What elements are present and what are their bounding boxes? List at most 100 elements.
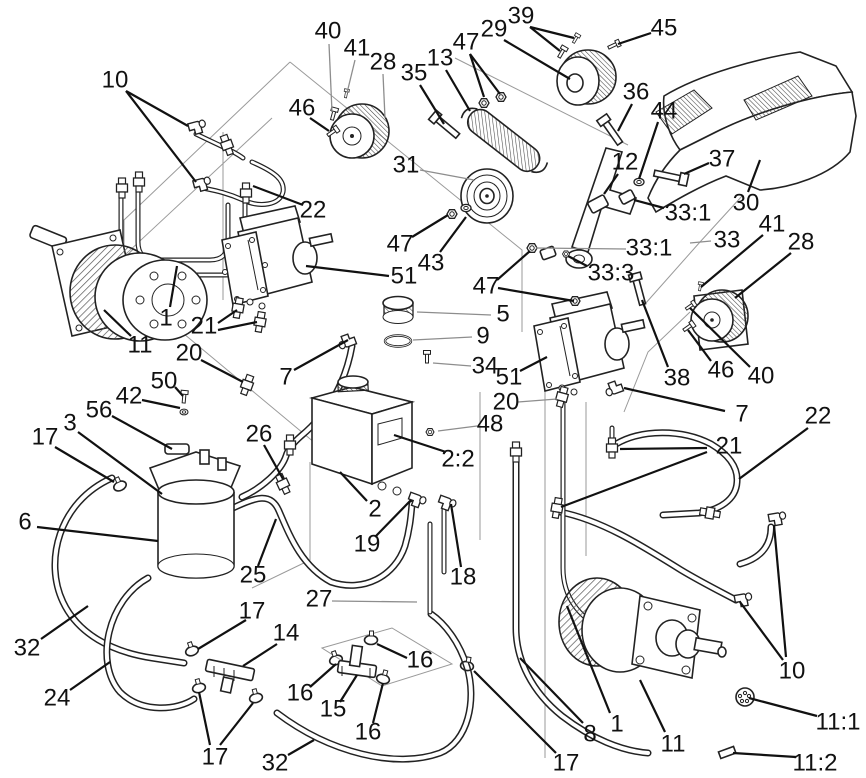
tension-spring [460, 107, 549, 174]
callout-15-56: 15 [320, 674, 358, 723]
part-number-label: 15 [320, 696, 347, 723]
part-number-label: 7 [735, 401, 748, 428]
part-number-label: 35 [401, 60, 428, 87]
callout-45-10: 45 [617, 15, 677, 46]
part-number-label: 10 [779, 658, 806, 685]
part-number-label: 47 [473, 273, 500, 300]
part-number-label: 1 [159, 305, 172, 332]
leader-line [560, 450, 708, 509]
part-number-label: 11:1 [816, 709, 861, 736]
callout-47-22: 47 [387, 214, 449, 258]
part-number-label: 22 [805, 403, 832, 430]
callout-25-50: 25 [240, 518, 278, 589]
leader-line [125, 90, 197, 183]
part-number-label: 33 [714, 227, 741, 254]
screw-39a [555, 44, 569, 60]
callout-32-61: 32 [262, 739, 315, 777]
callout-8-63: 8 [519, 657, 597, 748]
callout-9-29: 9 [412, 323, 490, 350]
part-number-label: 25 [240, 562, 267, 589]
leader-line [309, 117, 330, 132]
part-number-label: 38 [664, 365, 691, 392]
part-number-label: 44 [651, 98, 678, 125]
callout-42-41: 42 [116, 383, 181, 410]
bolt-36 [595, 112, 624, 147]
barb-fitting-14 [204, 658, 256, 694]
reservoir-cap [382, 295, 414, 324]
tube-fitting-d [132, 171, 146, 193]
leader-line [217, 309, 238, 324]
callout-47-7: 47 [453, 29, 501, 98]
leader-line [689, 240, 712, 244]
part-number-label: 9 [476, 323, 489, 350]
leader-line [432, 362, 472, 367]
leader-line [339, 471, 368, 502]
leader-line [374, 499, 412, 538]
part-number-label: 17 [239, 598, 266, 625]
washer-43 [460, 203, 472, 213]
leader-line [416, 311, 492, 316]
leader-line [346, 59, 356, 94]
callout-36-11: 36 [617, 79, 649, 132]
part-number-label: 21 [191, 313, 218, 340]
leader-line [197, 691, 212, 746]
part-number-label: 5 [496, 301, 509, 328]
callout-20-38: 20 [176, 340, 244, 383]
callout-17-44: 17 [32, 424, 115, 483]
leader-line [529, 25, 575, 40]
leader-line [746, 159, 762, 193]
shaft-key-11-2 [717, 745, 737, 760]
part-number-label: 18 [450, 564, 477, 591]
leader-line [519, 356, 548, 372]
leader-line [689, 307, 751, 368]
leader-line [252, 184, 304, 207]
leader-line [535, 247, 627, 250]
part-number-label: 22 [300, 197, 327, 224]
callout-10-0: 10 [102, 67, 197, 183]
leader-line [77, 431, 163, 495]
hose-clamp-17c2 [246, 686, 265, 705]
part-number-label: 11 [661, 731, 686, 758]
callout-35-5: 35 [401, 60, 445, 125]
part-number-label: 21 [716, 433, 743, 460]
callout-11-36: 11 [103, 309, 152, 359]
callout-19-48: 19 [354, 499, 412, 558]
leader-line [473, 670, 557, 754]
washer-42 [179, 408, 189, 416]
callout-51-31: 51 [496, 356, 548, 391]
callout-11-1-67: 11:1 [748, 696, 861, 736]
leader-line [565, 605, 612, 714]
leader-line [700, 234, 764, 288]
part-number-label: 37 [709, 146, 736, 173]
part-number-label: 41 [344, 35, 371, 62]
leader-line [519, 657, 584, 724]
pulley-29-top-right [556, 49, 617, 106]
leader-line [640, 299, 670, 368]
leader-line [382, 73, 386, 119]
leader-line [256, 518, 278, 567]
part-number-label: 2:2 [441, 446, 474, 473]
part-number-label: 20 [493, 389, 520, 416]
callout-29-8: 29 [481, 16, 571, 80]
part-number-label: 32 [14, 635, 41, 662]
part-number-label: 47 [387, 231, 414, 258]
fitting-20-right [553, 385, 571, 409]
pulley-28-top [329, 103, 390, 159]
leader-line [497, 286, 575, 303]
callout-44-12: 44 [637, 98, 678, 180]
part-number-label: 42 [116, 383, 143, 410]
callout-48-33: 48 [437, 411, 503, 438]
part-number-label: 24 [44, 685, 71, 712]
elbow-fitting-10a [187, 118, 209, 137]
leader-line [683, 161, 710, 176]
callout-43-23: 43 [418, 216, 467, 277]
leader-line [242, 643, 278, 667]
leader-line [393, 433, 447, 454]
leader-line [687, 329, 712, 362]
callout-33-1-16: 33:1 [633, 198, 711, 227]
callout-12-13: 12 [603, 149, 638, 195]
callout-46-73: 46 [687, 329, 734, 384]
leader-line [200, 359, 244, 383]
